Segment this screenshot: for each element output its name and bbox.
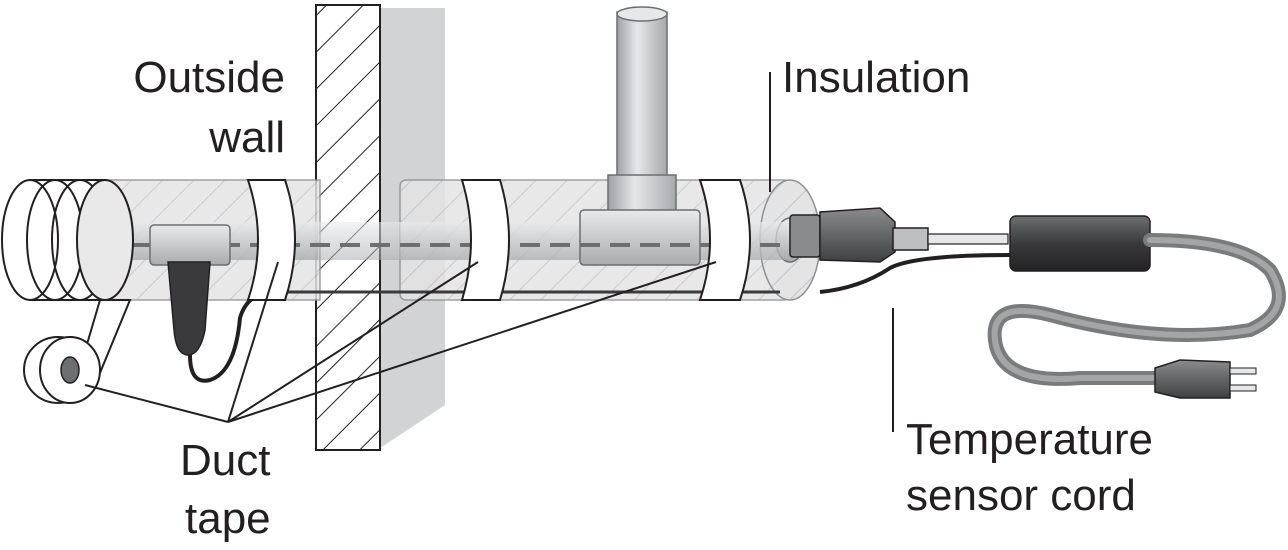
- temperature-sensor-cord-label-line2: sensor cord: [906, 471, 1136, 520]
- duct-tape-leader-4: [227, 261, 717, 423]
- duct-tape-label-line1: Duct: [180, 436, 270, 485]
- tape-band-2: [460, 179, 510, 301]
- cable-connector: [789, 207, 1009, 263]
- duct-tape-leader-2: [227, 261, 279, 423]
- tape-band-1: [246, 179, 296, 301]
- insulation-label: Insulation: [782, 53, 970, 102]
- duct-tape-label-line2: tape: [185, 494, 271, 543]
- duct-tape-leader-1: [84, 384, 229, 423]
- temperature-sensor-cord-label-line1: Temperature: [906, 415, 1153, 464]
- duct-tape-leader-3: [227, 261, 479, 423]
- sensor-cord: [819, 253, 1011, 294]
- tee-fitting: [579, 6, 701, 266]
- outside-wall-label-line1: Outside: [133, 53, 285, 102]
- pipe-through-wall: [316, 222, 400, 260]
- leader-lines: [84, 72, 894, 432]
- thermostat-control-box: [1009, 215, 1151, 272]
- power-cord-highlight: [991, 237, 1282, 382]
- duct-tape-roll-small: [23, 299, 132, 404]
- outside-wall-label-line2: wall: [208, 113, 285, 162]
- power-plug: [1154, 359, 1257, 399]
- tape-band-3: [698, 179, 751, 301]
- duct-tape-roll-end: [1, 179, 134, 301]
